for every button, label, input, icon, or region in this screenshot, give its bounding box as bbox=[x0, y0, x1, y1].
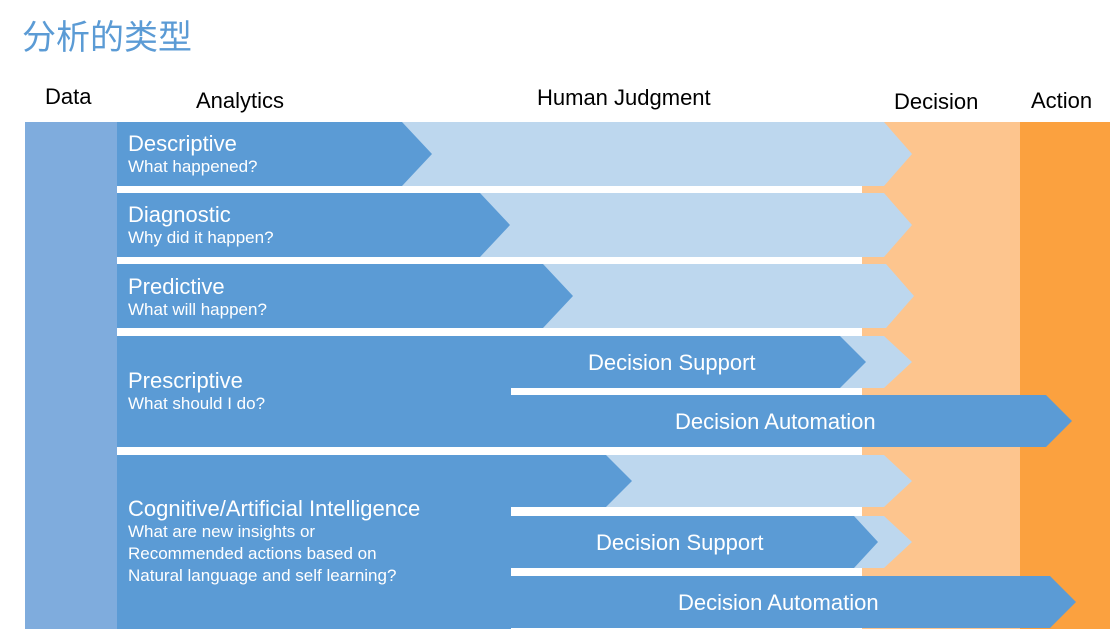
column-header-data: Data bbox=[45, 84, 92, 109]
cognitive-automation-arrow bbox=[511, 576, 1076, 628]
cognitive-support-arrow bbox=[511, 516, 878, 568]
action-column bbox=[1020, 122, 1110, 629]
prescriptive-decision-support-label: Decision Support bbox=[588, 350, 756, 375]
diagnostic-label: Diagnostic Why did it happen? bbox=[128, 202, 274, 249]
column-header-action: Action bbox=[1031, 88, 1093, 113]
prescriptive-analytics-block bbox=[117, 336, 511, 447]
predictive-question: What will happen? bbox=[128, 300, 267, 319]
cognitive-question-line-3: Natural language and self learning? bbox=[128, 566, 397, 585]
cognitive-analytics-block bbox=[117, 455, 511, 629]
diagnostic-analytics-arrow bbox=[117, 193, 510, 257]
prescriptive-decision-automation-label: Decision Automation bbox=[675, 409, 876, 434]
cognitive-title: Cognitive/Artificial Intelligence bbox=[128, 496, 421, 521]
column-header-human-judgment: Human Judgment bbox=[537, 85, 711, 110]
diagnostic-question: Why did it happen? bbox=[128, 228, 274, 247]
cognitive-question-line-1: What are new insights or bbox=[128, 522, 316, 541]
data-column bbox=[25, 122, 117, 629]
cognitive-decision-automation-label: Decision Automation bbox=[678, 590, 879, 615]
cognitive-decision-support-label: Decision Support bbox=[596, 530, 764, 555]
predictive-title: Predictive bbox=[128, 274, 225, 299]
descriptive-question: What happened? bbox=[128, 157, 258, 176]
predictive-analytics-arrow bbox=[117, 264, 573, 328]
prescriptive-automation-arrow bbox=[511, 395, 1072, 447]
column-header-analytics: Analytics bbox=[196, 88, 285, 113]
page-title: 分析的类型 bbox=[22, 18, 192, 58]
descriptive-analytics-arrow bbox=[117, 122, 432, 186]
prescriptive-title: Prescriptive bbox=[128, 368, 243, 393]
diagnostic-title: Diagnostic bbox=[128, 202, 231, 227]
column-header-decision: Decision bbox=[894, 89, 979, 114]
descriptive-title: Descriptive bbox=[128, 131, 237, 156]
cognitive-question-line-2: Recommended actions based on bbox=[128, 544, 377, 563]
descriptive-label: Descriptive What happened? bbox=[128, 131, 258, 178]
predictive-label: Predictive What will happen? bbox=[128, 274, 267, 321]
prescriptive-label: Prescriptive What should I do? bbox=[128, 368, 265, 415]
cognitive-label: Cognitive/Artificial Intelligence What a… bbox=[128, 496, 420, 587]
prescriptive-question: What should I do? bbox=[128, 394, 266, 413]
